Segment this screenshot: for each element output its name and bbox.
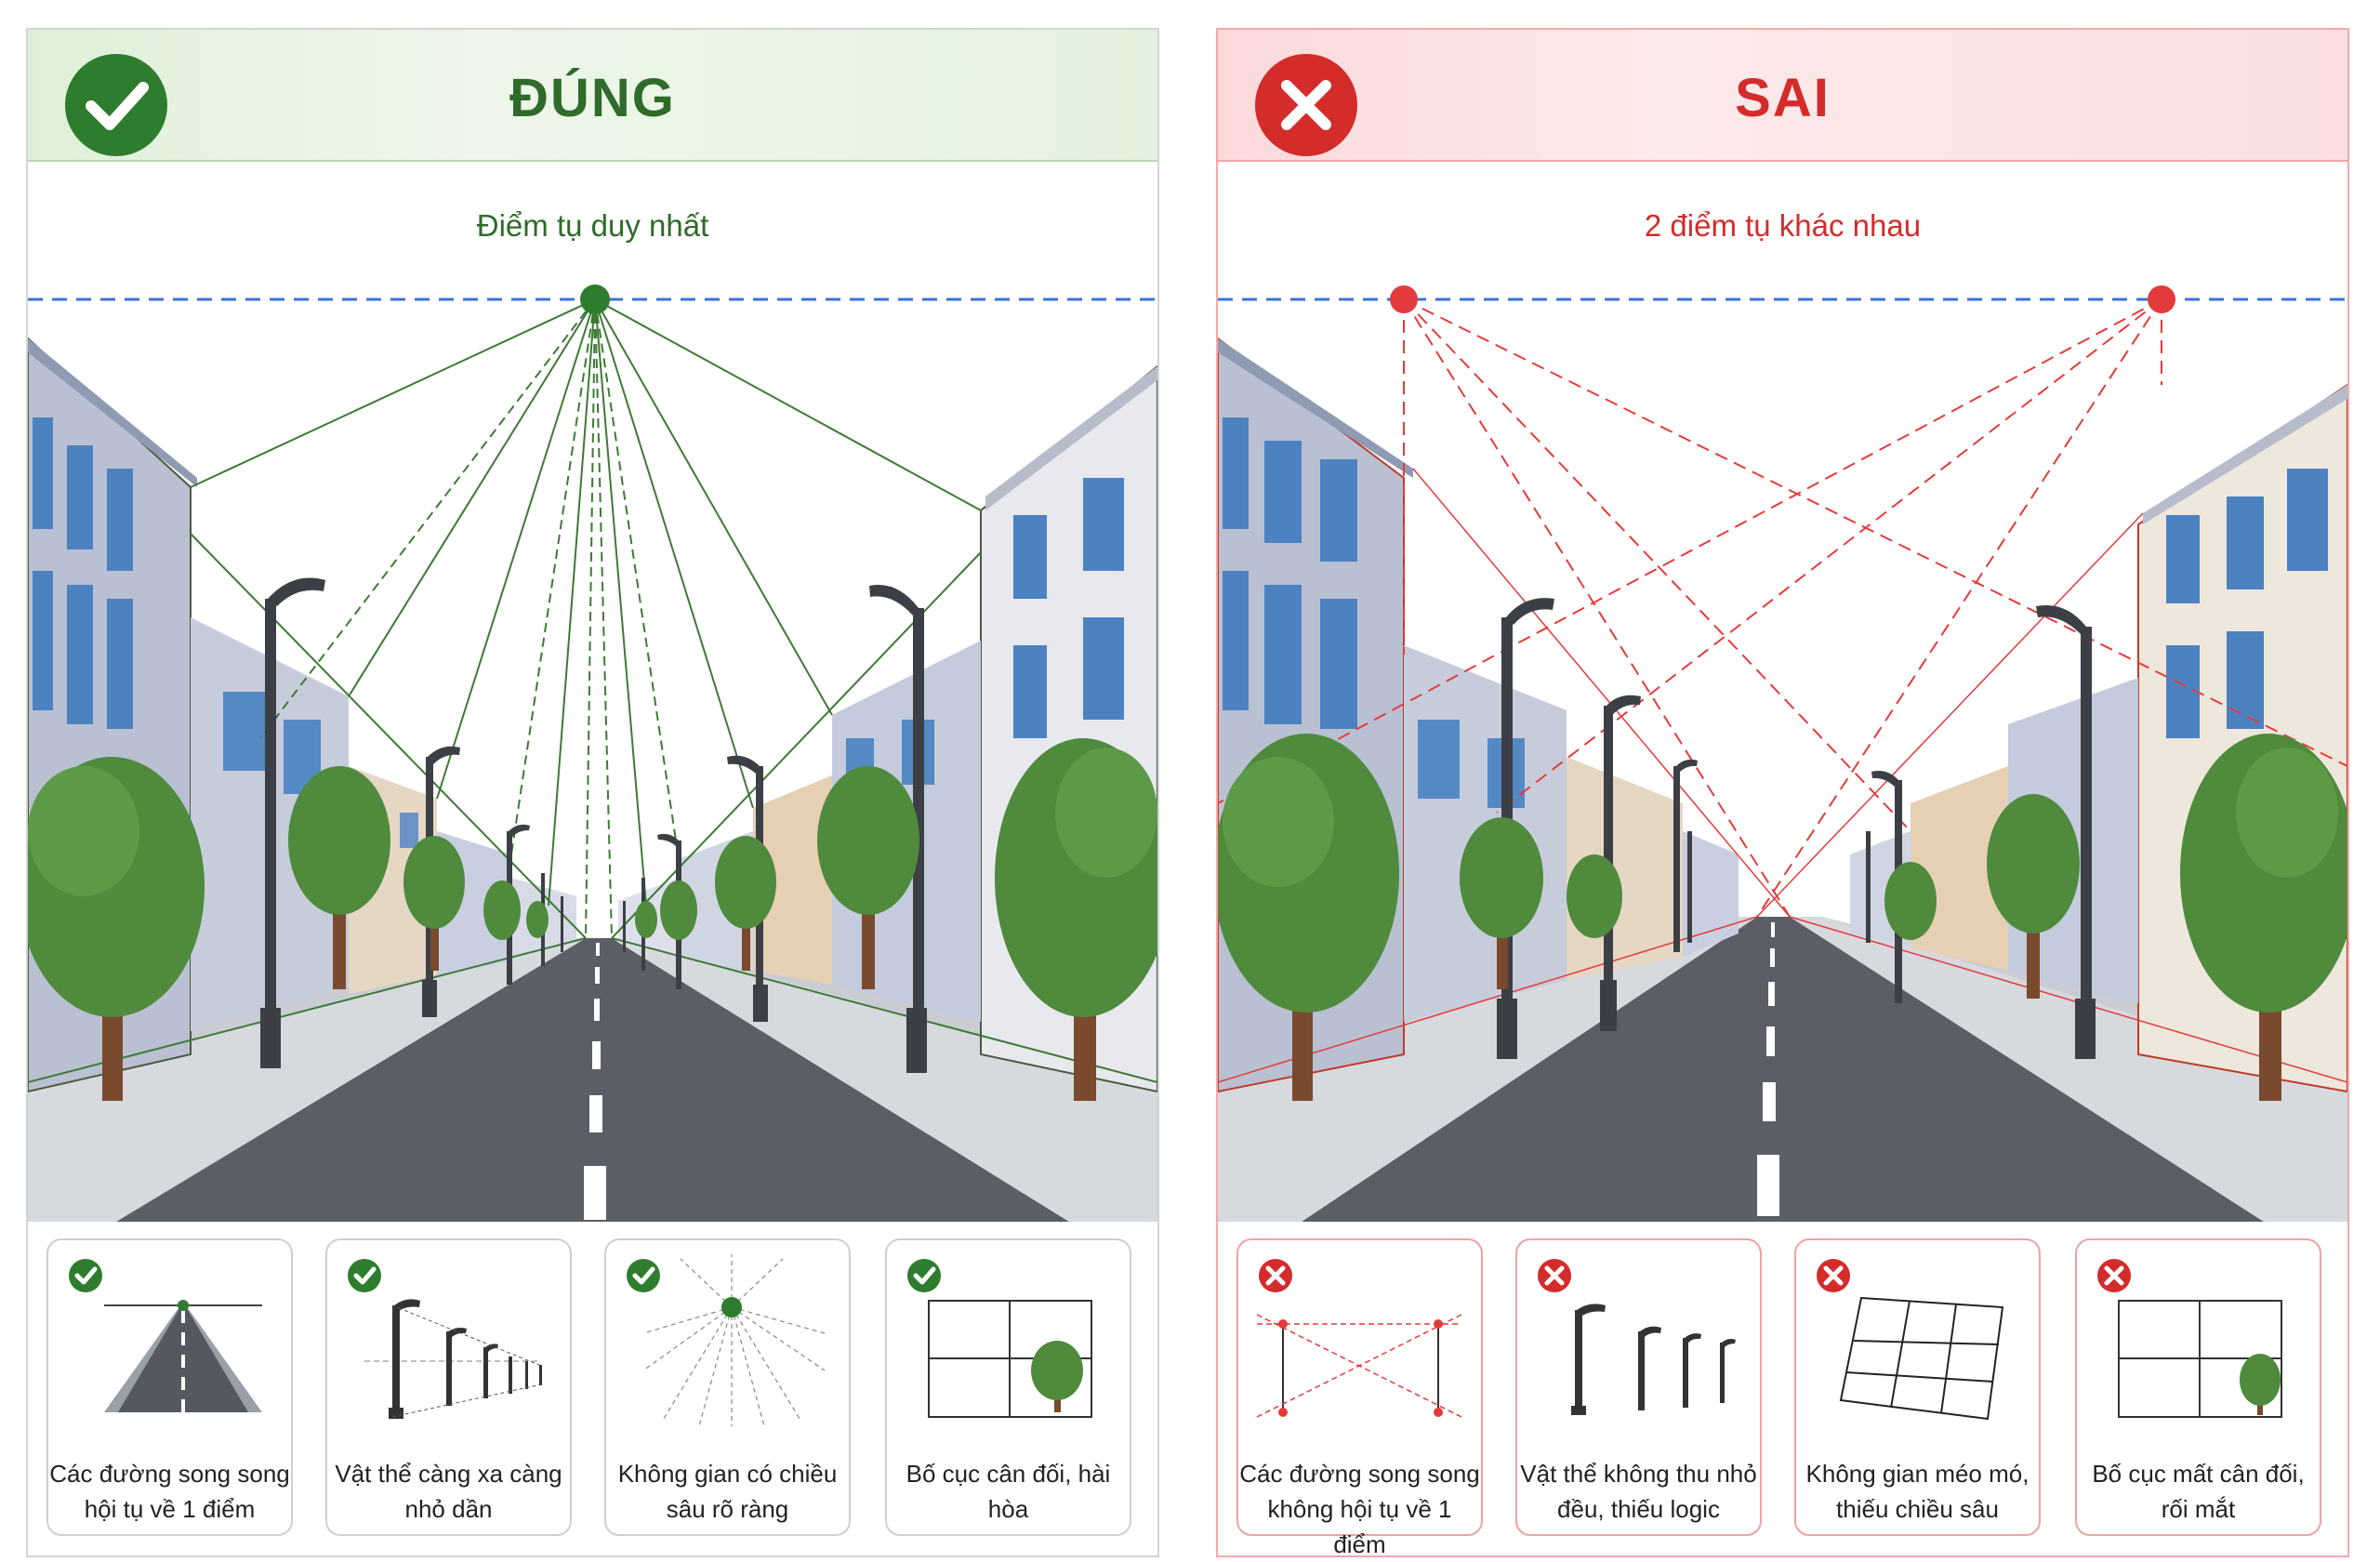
converging-road-icon bbox=[69, 1259, 262, 1412]
card-text: Bố cục mất cân đối, rối mắt bbox=[2092, 1460, 2305, 1523]
card-clear-depth: Không gian có chiều sâu rõ ràng bbox=[604, 1238, 851, 1536]
card-text: Không gian có chiều sâu rõ ràng bbox=[617, 1460, 838, 1523]
correct-title: ĐÚNG bbox=[509, 68, 676, 128]
incorrect-header: SAI bbox=[1218, 30, 2347, 162]
correct-header: ĐÚNG bbox=[28, 30, 1157, 162]
vanishing-point-1 bbox=[1390, 285, 1418, 313]
incorrect-street-scene bbox=[1218, 162, 2347, 1222]
crossing-lines-icon bbox=[1256, 1259, 1462, 1418]
card-diminishing-objects: Vật thể càng xa càng nhỏ dần bbox=[325, 1238, 572, 1536]
incorrect-vp-label: 2 điểm tụ khác nhau bbox=[1644, 208, 1922, 243]
distorted-grid-icon bbox=[1817, 1259, 2004, 1421]
correct-cards: Các đường song song hội tụ về 1 điểm Vật… bbox=[28, 1238, 1157, 1545]
card-text: Không gian méo mó, thiếu chiều sâu bbox=[1805, 1460, 2030, 1523]
card-text: Vật thể không thu nhỏ đều, thiếu logic bbox=[1520, 1460, 1757, 1523]
correct-panel: ĐÚNG bbox=[26, 28, 1159, 1557]
card-text: Vật thể càng xa càng nhỏ dần bbox=[335, 1460, 562, 1523]
single-vanishing-point bbox=[580, 285, 610, 314]
correct-vp-label: Điểm tụ duy nhất bbox=[476, 208, 709, 243]
card-text: Các đường song song không hội tụ về 1 đi… bbox=[1239, 1460, 1480, 1558]
card-balanced-layout: Bố cục cân đối, hài hòa bbox=[885, 1238, 1131, 1536]
diminishing-lamps-icon bbox=[348, 1259, 542, 1419]
card-distorted-space: Không gian méo mó, thiếu chiều sâu bbox=[1794, 1238, 2041, 1536]
card-text: Bố cục cân đối, hài hòa bbox=[906, 1460, 1111, 1523]
check-icon bbox=[65, 54, 167, 156]
balanced-grid-icon bbox=[907, 1259, 1092, 1418]
unbalanced-grid-icon bbox=[2097, 1259, 2282, 1418]
card-nonconverging-lines: Các đường song song không hội tụ về 1 đi… bbox=[1236, 1238, 1483, 1558]
vanishing-point-2 bbox=[2148, 285, 2175, 313]
card-uneven-scaling: Vật thể không thu nhỏ đều, thiếu logic bbox=[1515, 1238, 1762, 1536]
incorrect-title: SAI bbox=[1735, 68, 1831, 128]
correct-street-scene bbox=[28, 162, 1157, 1222]
incorrect-cards: Các đường song song không hội tụ về 1 đi… bbox=[1218, 1238, 2347, 1558]
card-unbalanced-layout: Bố cục mất cân đối, rối mắt bbox=[2075, 1238, 2321, 1536]
uneven-lamps-icon bbox=[1538, 1259, 1736, 1415]
radiating-lines-icon bbox=[627, 1254, 826, 1427]
incorrect-panel: SAI bbox=[1216, 28, 2349, 1558]
card-text: Các đường song song hội tụ về 1 điểm bbox=[49, 1460, 290, 1523]
cross-icon bbox=[1255, 54, 1357, 156]
card-converging-lines: Các đường song song hội tụ về 1 điểm bbox=[46, 1238, 293, 1536]
